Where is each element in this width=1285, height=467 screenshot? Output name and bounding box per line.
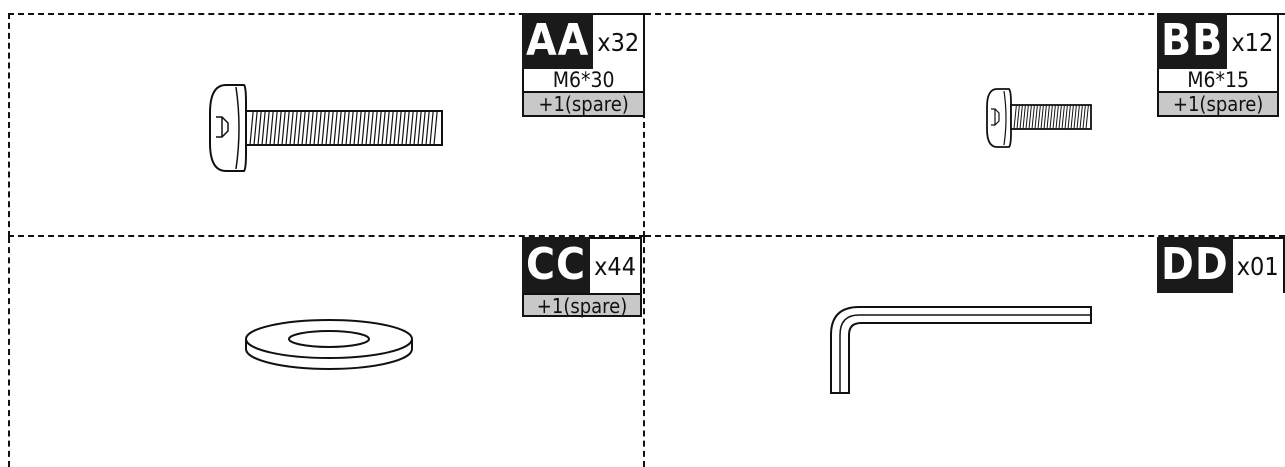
- part-label-cc: CC x44 +1(spare): [522, 237, 643, 317]
- part-label-aa: AA x32 M6*30 +1(spare): [522, 13, 646, 117]
- hex-key-icon: [830, 306, 1092, 394]
- part-quantity: x32: [593, 13, 646, 69]
- part-spare: +1(spare): [522, 93, 646, 117]
- part-code: AA: [522, 13, 594, 69]
- part-quantity: x12: [1227, 13, 1280, 69]
- part-label-bb: BB x12 M6*15 +1(spare): [1157, 13, 1280, 117]
- part-code: BB: [1157, 13, 1228, 69]
- part-cell-aa: AA x32 M6*30 +1(spare): [8, 13, 646, 237]
- part-cell-dd: DD x01: [645, 237, 1285, 467]
- part-cell-cc: CC x44 +1(spare): [8, 237, 645, 467]
- part-quantity: x01: [1232, 237, 1285, 293]
- part-size: M6*15: [1157, 69, 1280, 93]
- short-bolt-icon: [986, 88, 1092, 148]
- part-code: CC: [522, 237, 591, 293]
- part-cell-bb: BB x12 M6*15 +1(spare): [645, 13, 1285, 237]
- part-size: M6*30: [522, 69, 646, 93]
- washer-icon: [245, 319, 413, 370]
- bolt-icon: [209, 84, 443, 172]
- part-code: DD: [1157, 237, 1233, 293]
- part-quantity: x44: [590, 237, 643, 293]
- part-spare: +1(spare): [522, 293, 643, 317]
- part-spare: +1(spare): [1157, 93, 1280, 117]
- part-label-dd: DD x01: [1157, 237, 1285, 293]
